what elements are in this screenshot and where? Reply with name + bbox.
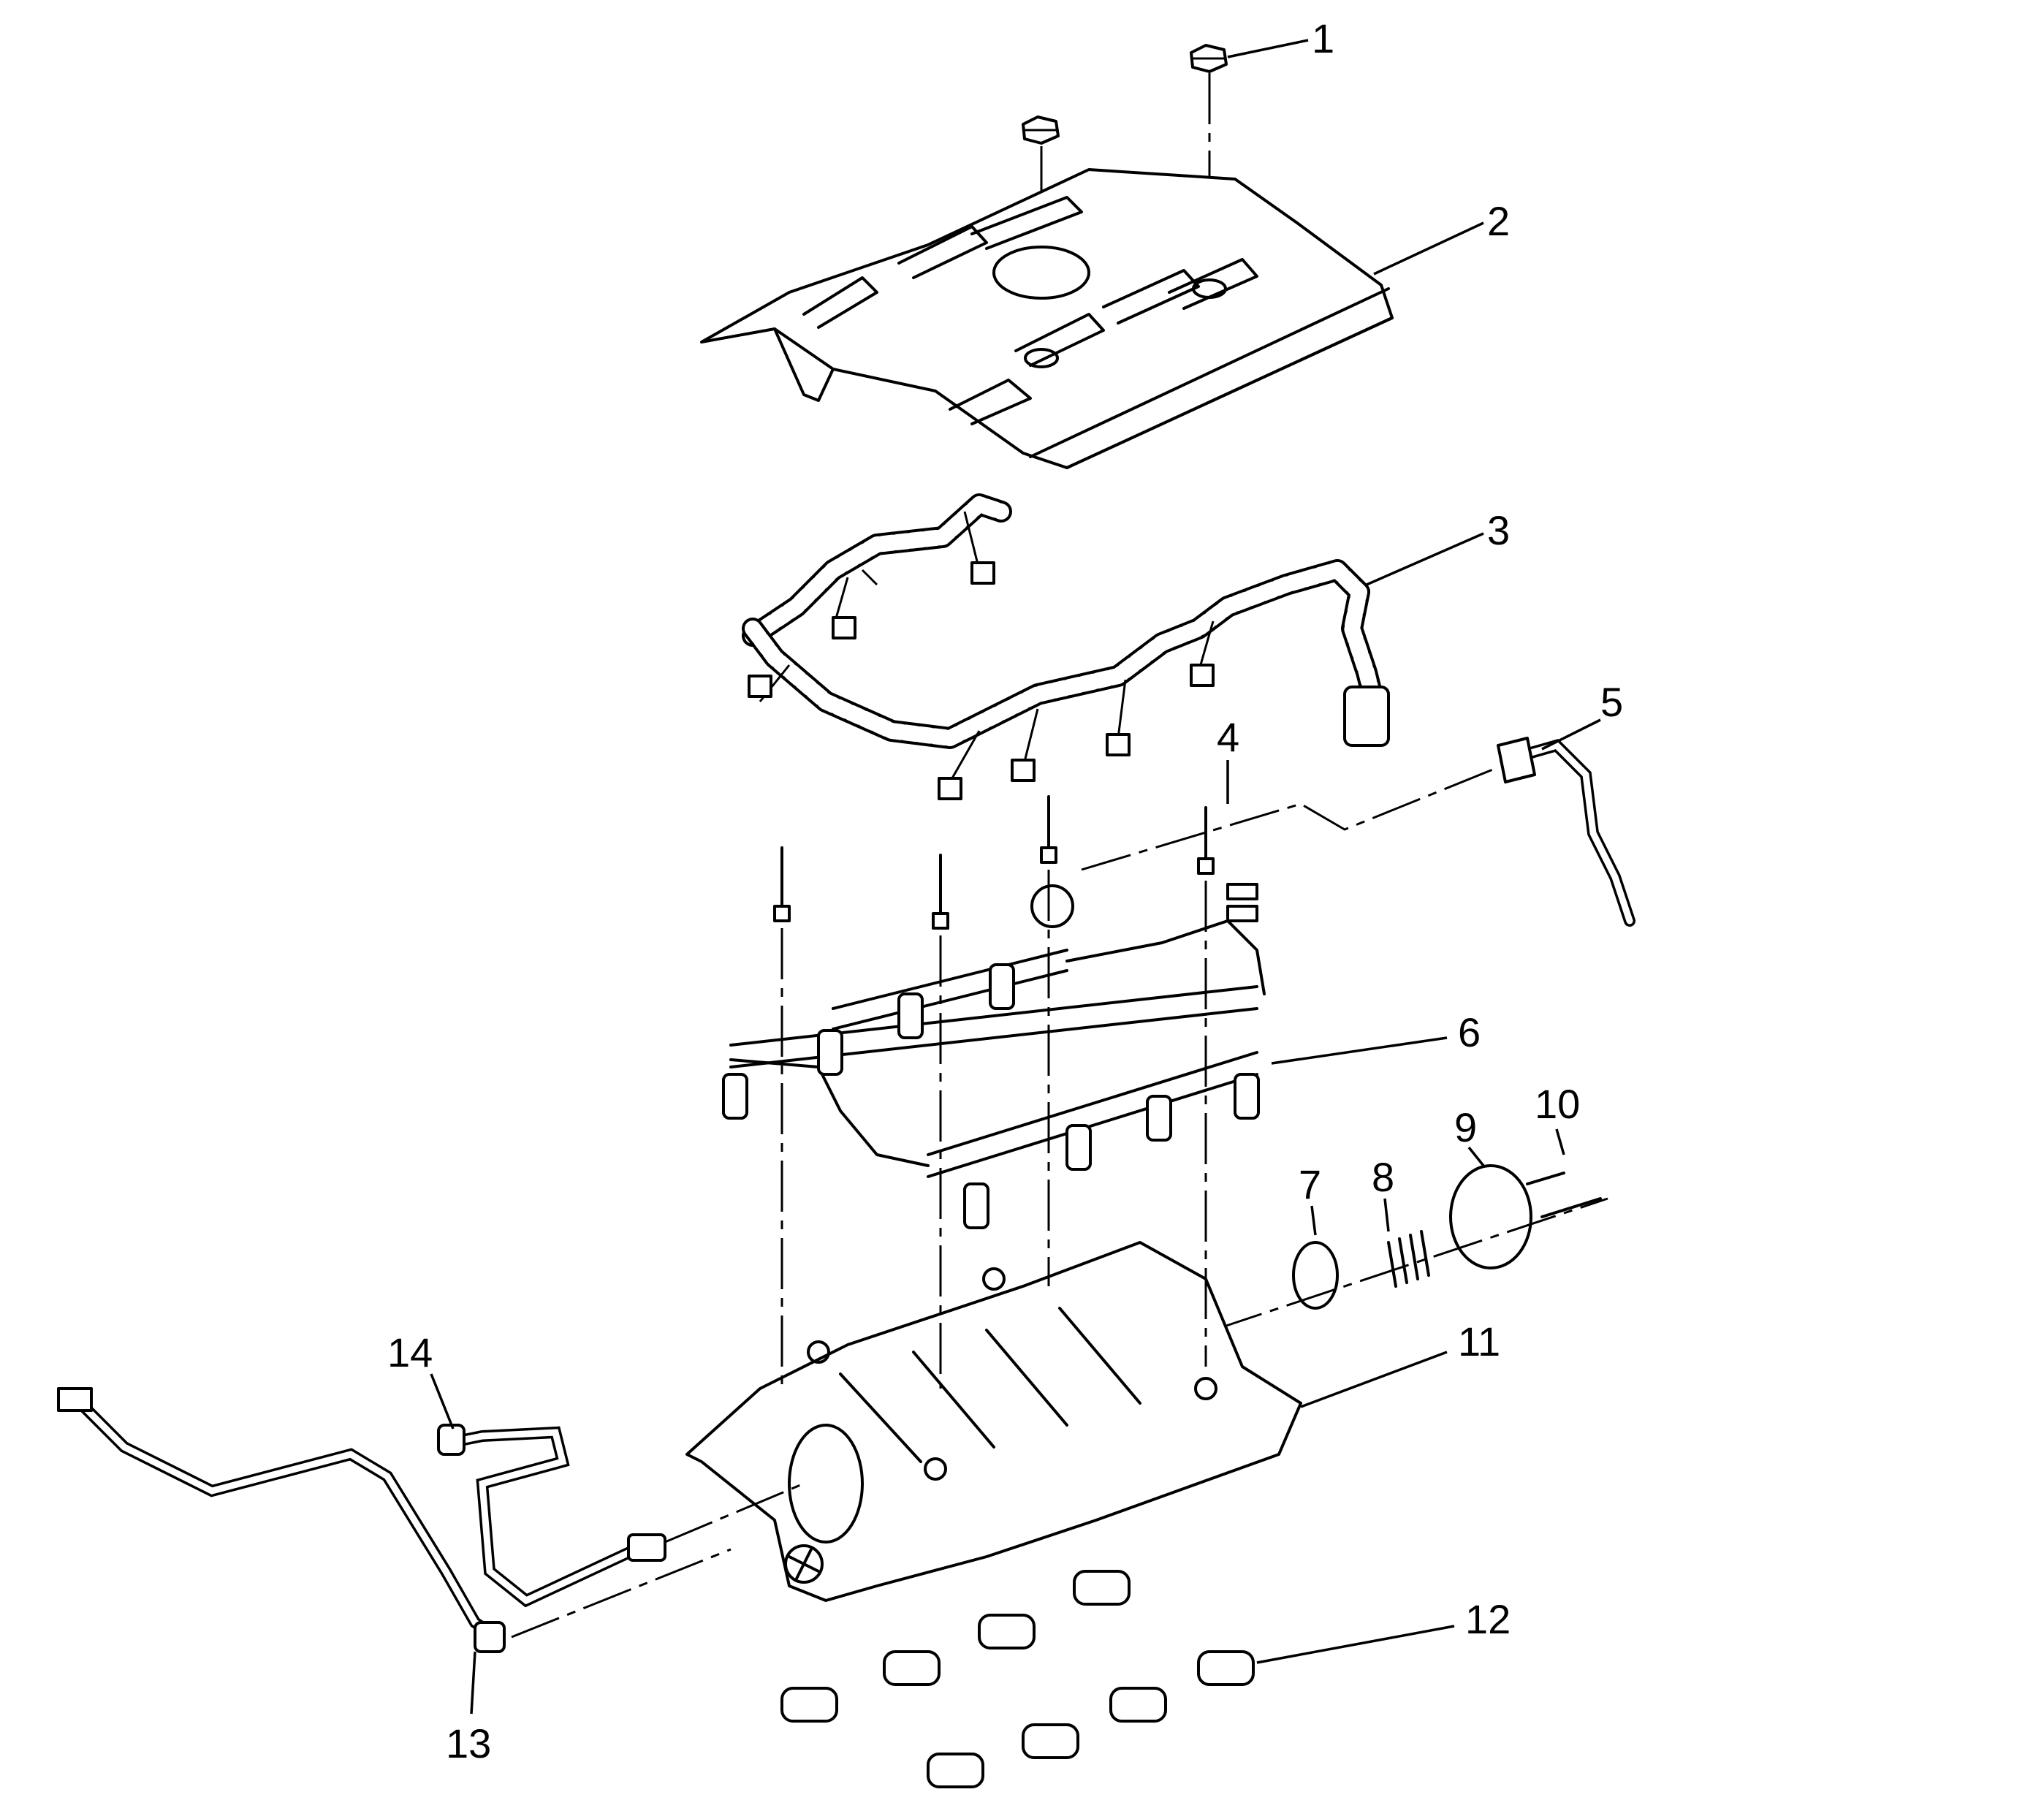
- callout-14: 14: [387, 1329, 433, 1375]
- spring: [1387, 1230, 1430, 1288]
- vacuum-hose-lower: [437, 1424, 666, 1608]
- engine-cover: [700, 168, 1394, 469]
- callout-13: 13: [446, 1720, 491, 1766]
- pcv-tube: [57, 1387, 506, 1653]
- callout-9: 9: [1454, 1104, 1477, 1150]
- centerline-14: [664, 1482, 805, 1544]
- studs: [773, 795, 1215, 930]
- callout-3: 3: [1487, 507, 1510, 553]
- wiring-harness: [742, 493, 1390, 800]
- injector: [722, 963, 1260, 1229]
- centerline-13: [511, 1548, 732, 1639]
- callout-4: 4: [1217, 714, 1239, 760]
- callout-2: 2: [1487, 198, 1510, 244]
- callout-12: 12: [1465, 1596, 1511, 1642]
- callout-1: 1: [1312, 15, 1334, 61]
- callout-11: 11: [1458, 1318, 1500, 1364]
- callout-7: 7: [1299, 1161, 1321, 1207]
- centerline-9: [1212, 1197, 1608, 1332]
- retainer: [1292, 1241, 1339, 1310]
- leader-lines: [430, 39, 1601, 1715]
- callout-10: 10: [1535, 1081, 1580, 1127]
- centerline-hose-5: [1081, 766, 1499, 871]
- callout-numbers: 1 2 3 4 5 6 7 8 9 10 11 12 13 14: [387, 15, 1623, 1766]
- bolts-10: [1526, 1172, 1602, 1218]
- bolt-top-left: [1022, 115, 1060, 145]
- vacuum-hose-upper: [1497, 737, 1635, 927]
- callout-8: 8: [1372, 1154, 1394, 1200]
- valve-cover: [1449, 1164, 1532, 1269]
- callout-6: 6: [1458, 1009, 1481, 1055]
- bolt-top-right: [1190, 44, 1228, 73]
- intake-manifold: [685, 1241, 1302, 1602]
- callout-5: 5: [1600, 679, 1623, 725]
- fuel-rail-injectors: [722, 883, 1266, 1229]
- gaskets: [780, 1570, 1255, 1788]
